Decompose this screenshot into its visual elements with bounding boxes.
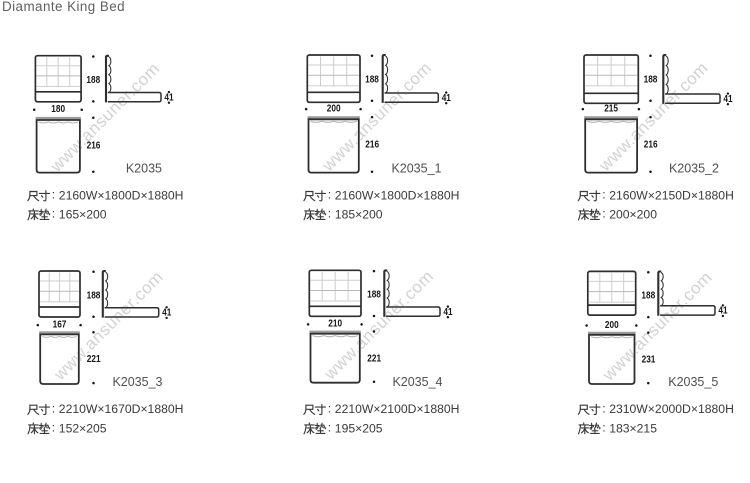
svg-text:185×200: 185×200	[335, 207, 383, 221]
svg-text::: :	[52, 421, 55, 435]
svg-text:188: 188	[86, 75, 100, 86]
svg-text:K2035_4: K2035_4	[392, 375, 442, 389]
svg-text:165×200: 165×200	[59, 207, 107, 221]
svg-text::: :	[328, 421, 331, 435]
svg-text:2160W×1800D×1880H: 2160W×1800D×1880H	[335, 188, 460, 202]
svg-text:200: 200	[605, 320, 619, 331]
svg-text:210: 210	[328, 319, 342, 330]
svg-text:180: 180	[51, 104, 65, 115]
svg-text:188: 188	[367, 290, 381, 301]
svg-text:216: 216	[87, 140, 101, 151]
svg-text:183×215: 183×215	[609, 421, 657, 435]
svg-text:200×200: 200×200	[609, 207, 657, 221]
svg-text:2160W×1800D×1880H: 2160W×1800D×1880H	[59, 188, 184, 202]
svg-text:Diamante King Bed: Diamante King Bed	[2, 0, 125, 14]
svg-text:188: 188	[365, 74, 379, 85]
svg-text:2160W×2150D×1880H: 2160W×2150D×1880H	[609, 188, 734, 202]
svg-text:41: 41	[718, 306, 728, 317]
svg-text:216: 216	[365, 140, 379, 151]
svg-text:41: 41	[442, 93, 452, 104]
svg-text:2210W×1670D×1880H: 2210W×1670D×1880H	[59, 402, 184, 416]
svg-text::: :	[52, 188, 55, 202]
svg-text:188: 188	[644, 74, 658, 85]
svg-text::: :	[602, 188, 605, 202]
svg-text::: :	[602, 207, 605, 221]
svg-text:215: 215	[604, 103, 618, 114]
svg-text::: :	[328, 207, 331, 221]
svg-text:200: 200	[327, 103, 341, 114]
svg-text:195×205: 195×205	[335, 421, 383, 435]
svg-text:216: 216	[644, 140, 658, 151]
svg-text:152×205: 152×205	[59, 421, 107, 435]
svg-text:41: 41	[162, 308, 172, 319]
svg-text:K2035_1: K2035_1	[391, 162, 441, 176]
svg-text:167: 167	[53, 319, 67, 330]
svg-text::: :	[328, 188, 331, 202]
svg-text::: :	[52, 207, 55, 221]
svg-text:K2035_2: K2035_2	[669, 162, 719, 176]
svg-text:188: 188	[87, 290, 101, 301]
svg-text:41: 41	[723, 94, 733, 105]
svg-text:41: 41	[164, 92, 174, 103]
svg-text:188: 188	[641, 291, 655, 302]
svg-text::: :	[52, 401, 55, 415]
svg-text:221: 221	[87, 354, 101, 365]
svg-text:2210W×2100D×1880H: 2210W×2100D×1880H	[335, 402, 460, 416]
svg-text:231: 231	[642, 354, 656, 365]
svg-text:K2035_3: K2035_3	[112, 375, 162, 389]
svg-text::: :	[602, 421, 605, 435]
svg-text::: :	[602, 401, 605, 415]
svg-text:221: 221	[367, 353, 381, 364]
svg-text::: :	[328, 401, 331, 415]
svg-text:K2035_5: K2035_5	[668, 375, 718, 389]
svg-text:2310W×2000D×1880H: 2310W×2000D×1880H	[609, 402, 734, 416]
svg-text:K2035: K2035	[126, 162, 162, 176]
svg-text:41: 41	[443, 307, 453, 318]
